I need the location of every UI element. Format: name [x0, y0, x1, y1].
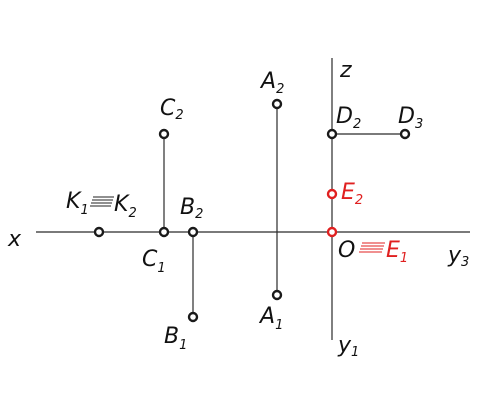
label-k1: K1 [66, 189, 89, 218]
label-k2: K2 [114, 192, 137, 221]
y3-axis-label: y3 [447, 243, 469, 270]
point-c2 [158, 128, 170, 140]
origin-label: O [338, 238, 355, 263]
point-origin-e1 [326, 226, 338, 238]
label-d3: D3 [398, 104, 423, 132]
label-b1: B1 [164, 324, 187, 353]
point-a2 [271, 98, 283, 110]
point-d3 [399, 128, 411, 140]
label-b2: B2 [180, 195, 203, 222]
point-b2 [187, 226, 199, 238]
label-a1: A1 [258, 304, 283, 333]
point-d2 [326, 128, 338, 140]
z-axis-label: z [339, 58, 352, 83]
coincidence-sign-k [90, 196, 114, 207]
point-k [93, 226, 105, 238]
label-c1: C1 [142, 247, 166, 276]
point-b1 [187, 311, 199, 323]
label-e2: E2 [341, 180, 363, 208]
point-e2 [326, 188, 338, 200]
y1-axis-label: y1 [337, 333, 359, 360]
point-c1 [158, 226, 170, 238]
label-c2: C2 [160, 96, 184, 123]
coincidence-sign-e [359, 242, 385, 253]
point-a1 [271, 289, 283, 301]
label-e1: E1 [386, 238, 408, 266]
x-axis-label: x [7, 227, 22, 252]
label-a2: A2 [259, 69, 284, 97]
label-d2: D2 [336, 104, 361, 132]
